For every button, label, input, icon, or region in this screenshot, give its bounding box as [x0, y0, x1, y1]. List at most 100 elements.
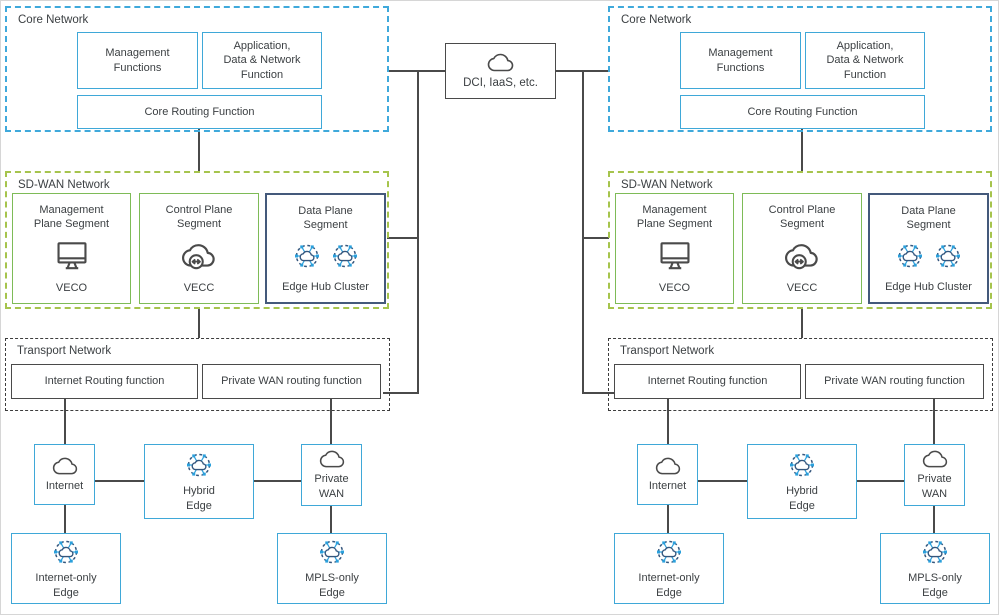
management-plane-segment-box: Management Plane Segment VECO: [12, 193, 131, 304]
connector-internet-to-hybridedge: [698, 480, 747, 482]
core-network-title: Core Network: [18, 14, 89, 26]
data-plane-segment-box: Data Plane Segment Edge Hub Cluster: [868, 193, 989, 304]
edge-cluster-icon: [921, 540, 949, 565]
data-plane-segment-box: Data Plane Segment Edge Hub Cluster: [265, 193, 386, 304]
control-plane-title: Control Plane Segment: [165, 204, 233, 231]
core-routing-function-box: Core Routing Function: [680, 95, 925, 129]
edge-cluster-icon: [318, 540, 346, 565]
connector-bus-right: [582, 70, 584, 394]
connector-core-to-sdwan: [801, 129, 803, 171]
control-plane-segment-box: Control Plane Segment VECC: [742, 193, 862, 304]
private-wan-box: Private WAN: [301, 444, 362, 506]
mpls-only-edge-label: MPLS-only Edge: [908, 572, 962, 599]
private-wan-box: Private WAN: [904, 444, 965, 506]
core-routing-function-box: Core Routing Function: [77, 95, 322, 129]
data-plane-title: Data Plane Segment: [901, 205, 956, 232]
connector-pwanrouting-to-privatewan: [330, 398, 332, 444]
connector-sdwan-left-to-bus: [387, 237, 418, 239]
hybrid-edge-label: Hybrid Edge: [786, 485, 818, 512]
cloud-icon: [52, 457, 77, 475]
control-plane-segment-box: Control Plane Segment VECC: [139, 193, 259, 304]
veco-label: VECO: [658, 281, 691, 294]
connector-internet-to-internetonlyedge: [667, 504, 669, 533]
edge-cluster-icon: [934, 244, 961, 268]
mpls-only-edge-label: MPLS-only Edge: [305, 572, 359, 599]
mpls-only-edge-box: MPLS-only Edge: [277, 533, 387, 604]
cloud-icon: [319, 450, 344, 468]
connector-sdwan-to-transport: [801, 308, 803, 338]
transport-network-title: Transport Network: [620, 345, 715, 357]
connector-pwanrouting-to-privatewan: [933, 398, 935, 444]
cloud-arrows-icon: [181, 244, 215, 270]
internet-box: Internet: [34, 444, 95, 505]
internet-label: Internet: [648, 479, 687, 492]
hybrid-edge-box: Hybrid Edge: [144, 444, 254, 519]
edge-cluster-icon: [185, 453, 213, 478]
control-plane-title: Control Plane Segment: [768, 204, 836, 231]
sdwan-network-region: SD-WAN Network: [5, 171, 389, 309]
provider-half-left: Core Network Management Functions Applic…: [1, 1, 396, 614]
edge-cluster-icon: [331, 244, 358, 268]
internet-label: Internet: [45, 479, 84, 492]
sdwan-network-title: SD-WAN Network: [18, 179, 110, 191]
private-wan-label: Private WAN: [314, 473, 349, 500]
management-plane-title: Management Plane Segment: [636, 204, 713, 231]
sdwan-network-title: SD-WAN Network: [621, 179, 713, 191]
connector-internetrouting-to-internet: [667, 398, 669, 444]
core-network-region: Core Network: [608, 6, 992, 132]
application-data-network-box: Application, Data & Network Function: [805, 32, 925, 89]
connector-bus-left: [417, 70, 419, 394]
core-network-region: Core Network: [5, 6, 389, 132]
management-plane-title: Management Plane Segment: [33, 204, 110, 231]
internet-only-edge-box: Internet-only Edge: [11, 533, 121, 604]
connector-core-to-sdwan: [198, 129, 200, 171]
connector-transport-left-to-bus: [383, 392, 418, 394]
internet-routing-function-box: Internet Routing function: [614, 364, 801, 399]
provider-half-right: Core Network Management Functions Applic…: [604, 1, 998, 614]
monitor-icon: [659, 242, 690, 270]
transport-network-region: Transport Network: [5, 338, 390, 411]
sdwan-network-region: SD-WAN Network: [608, 171, 992, 309]
private-wan-label: Private WAN: [917, 473, 952, 500]
edge-cluster-icon: [788, 453, 816, 478]
vecc-label: VECC: [786, 281, 818, 294]
hybrid-edge-box: Hybrid Edge: [747, 444, 857, 519]
internet-routing-function-box: Internet Routing function: [11, 364, 198, 399]
connector-hybridedge-to-privatewan: [253, 480, 301, 482]
transport-network-region: Transport Network: [608, 338, 993, 411]
edge-cluster-icon: [655, 540, 683, 565]
internet-only-edge-box: Internet-only Edge: [614, 533, 724, 604]
core-network-title: Core Network: [621, 14, 692, 26]
connector-internetrouting-to-internet: [64, 398, 66, 444]
internet-only-edge-label: Internet-only Edge: [638, 572, 700, 599]
connector-internet-to-internetonlyedge: [64, 504, 66, 533]
internet-box: Internet: [637, 444, 698, 505]
application-data-network-box: Application, Data & Network Function: [202, 32, 322, 89]
cloud-arrows-icon: [784, 244, 818, 270]
management-functions-box: Management Functions: [77, 32, 198, 89]
dci-iaas-box: DCI, IaaS, etc.: [445, 43, 556, 99]
management-plane-segment-box: Management Plane Segment VECO: [615, 193, 734, 304]
connector-bus-to-sdwan-right: [583, 237, 609, 239]
edge-hub-cluster-label: Edge Hub Cluster: [885, 280, 972, 293]
management-functions-box: Management Functions: [680, 32, 801, 89]
edge-cluster-icon: [293, 244, 320, 268]
dci-iaas-label: DCI, IaaS, etc.: [463, 76, 538, 89]
cloud-icon: [922, 450, 947, 468]
data-plane-title: Data Plane Segment: [298, 205, 353, 232]
edge-hub-cluster-label: Edge Hub Cluster: [282, 280, 369, 293]
veco-label: VECO: [55, 281, 88, 294]
connector-hybridedge-to-privatewan: [856, 480, 904, 482]
transport-network-title: Transport Network: [17, 345, 112, 357]
vecc-label: VECC: [183, 281, 215, 294]
cloud-icon: [655, 457, 680, 475]
mpls-only-edge-box: MPLS-only Edge: [880, 533, 990, 604]
edge-cluster-icon: [52, 540, 80, 565]
connector-internet-to-hybridedge: [95, 480, 144, 482]
connector-privatewan-to-mplsonlyedge: [330, 505, 332, 533]
cloud-icon: [487, 53, 514, 71]
internet-only-edge-label: Internet-only Edge: [35, 572, 97, 599]
monitor-icon: [56, 242, 87, 270]
edge-cluster-icon: [896, 244, 923, 268]
